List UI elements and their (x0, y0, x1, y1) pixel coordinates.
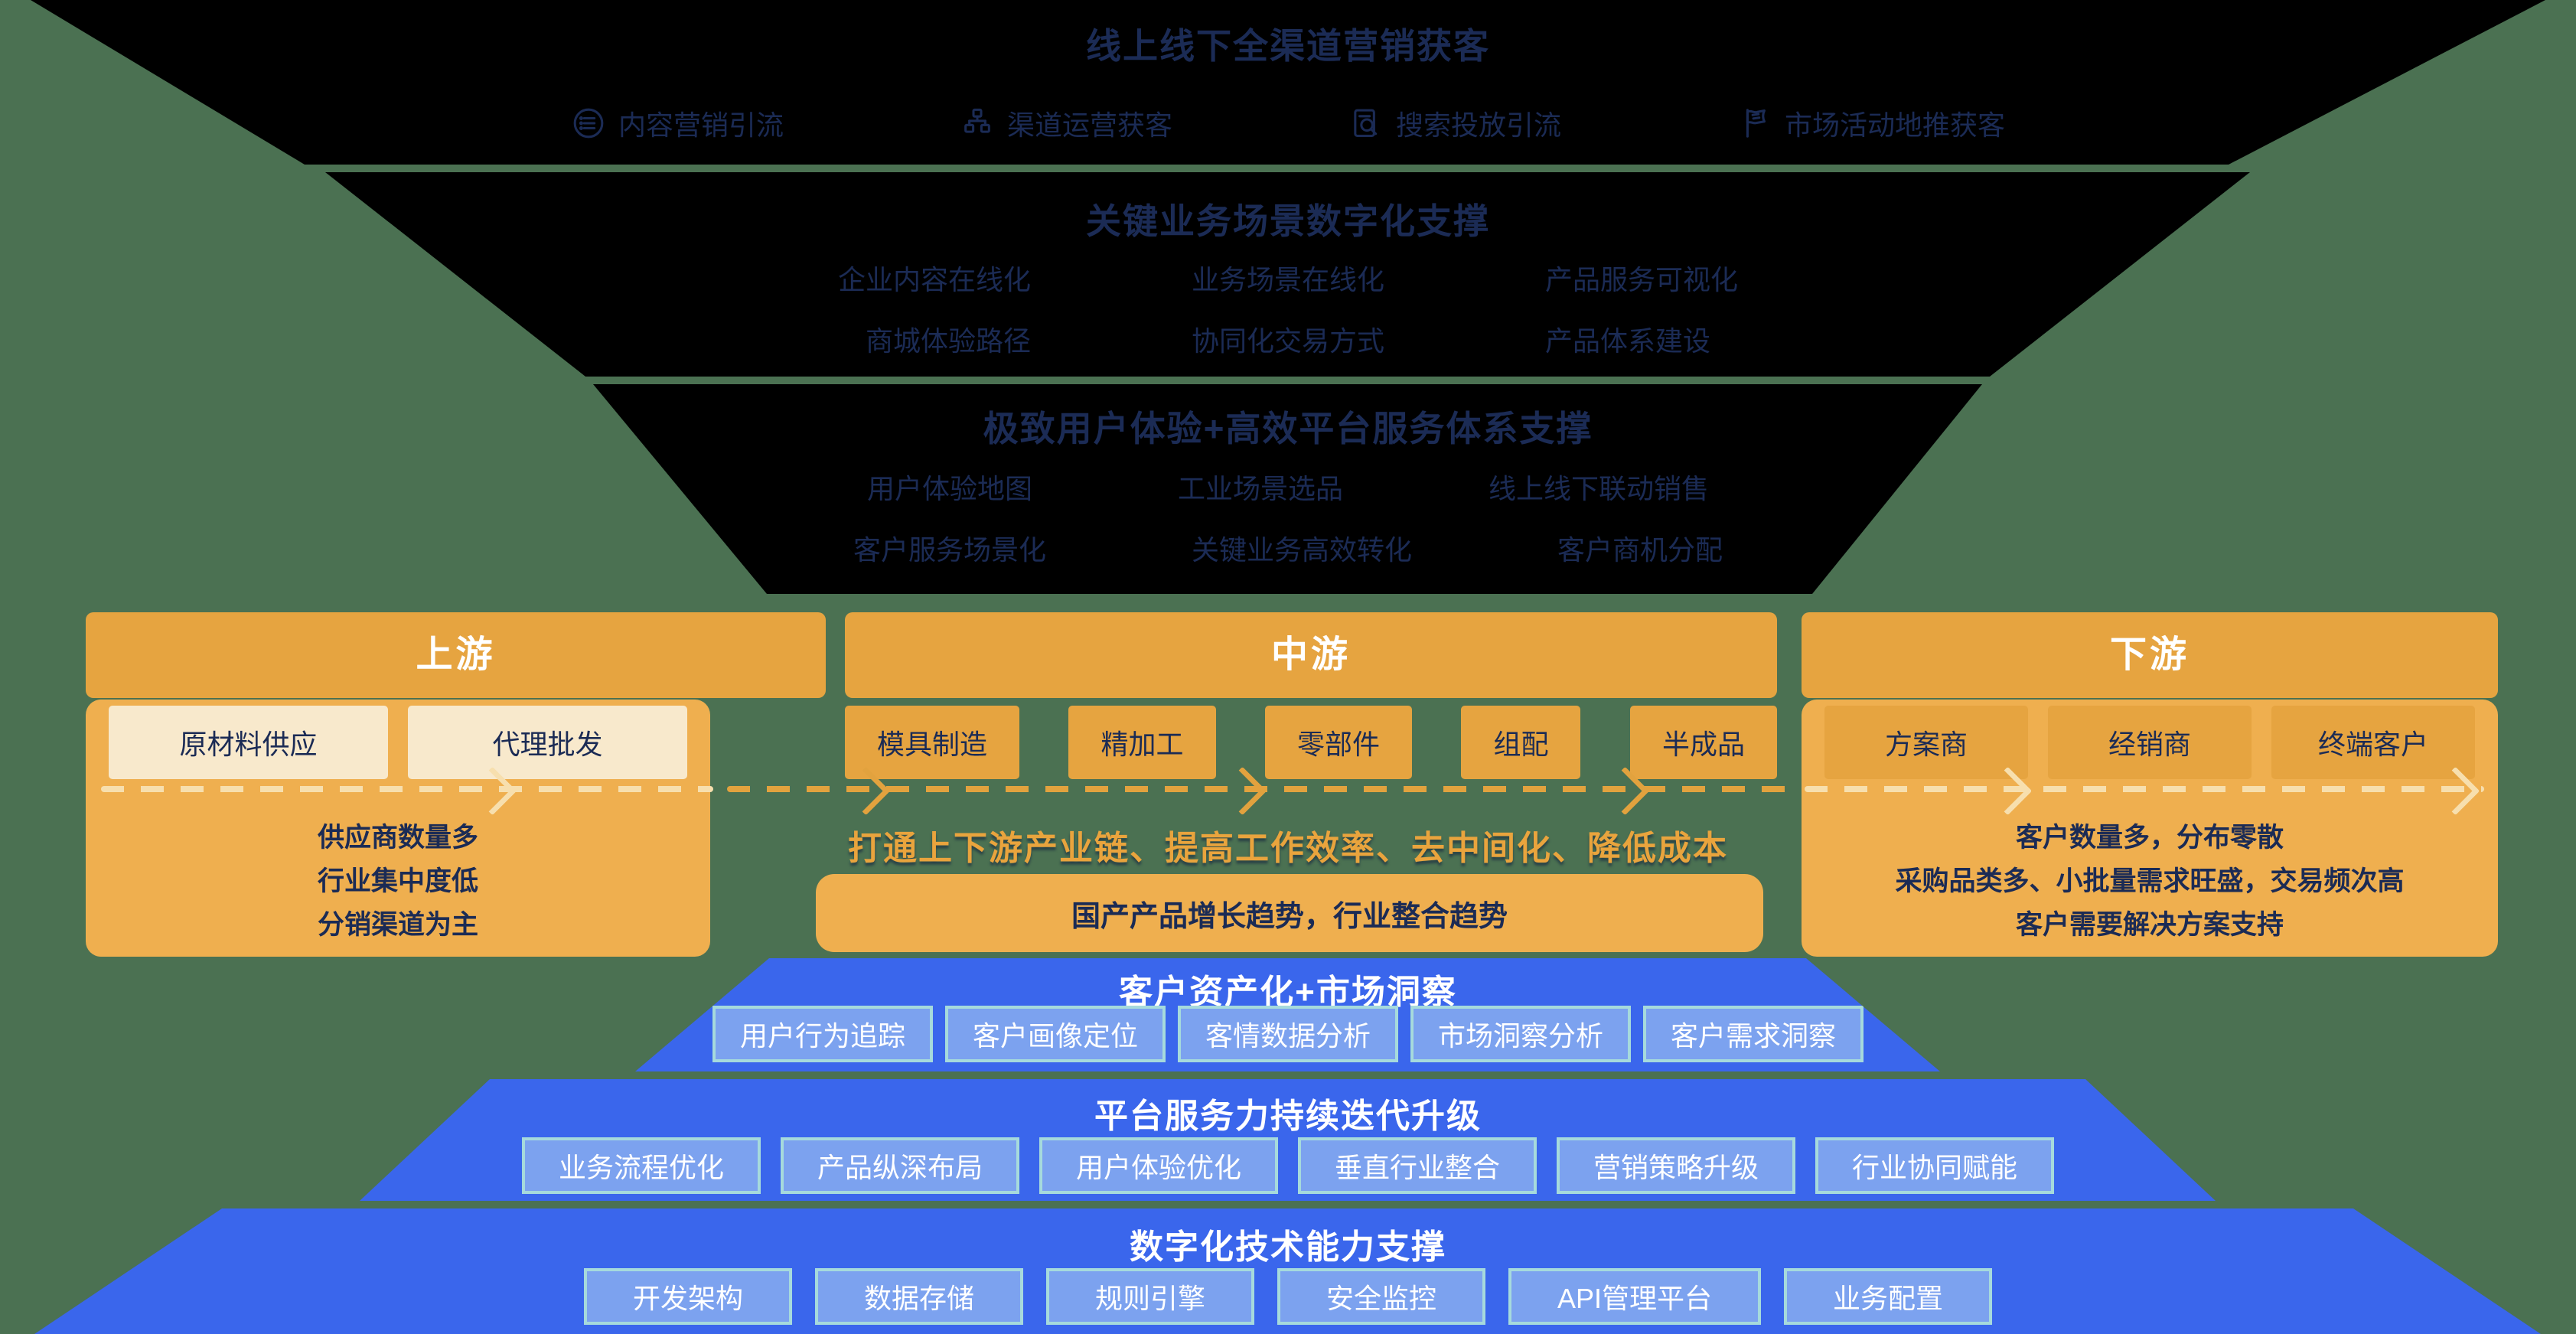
platform-box: 数据存储 (814, 1268, 1023, 1325)
platform-level-1: 客户资产化+市场洞察 用户行为追踪客户画像定位客情数据分析市场洞察分析客户需求洞… (635, 958, 1940, 1071)
platform-box: 规则引擎 (1045, 1268, 1254, 1325)
funnel-item-label: 内容营销引流 (618, 109, 784, 141)
funnel-level-2-row-1: 企业内容在线化 业务场景在线化 产品服务可视化 (325, 258, 2250, 298)
platform-level-3-boxes: 开发架构数据存储规则引擎安全监控 API管理平台业务配置 (34, 1268, 2541, 1325)
platform-box: 客情数据分析 (1178, 1006, 1398, 1062)
funnel-level-1-title: 线上线下全渠道营销获客 (1086, 26, 1490, 66)
platform-box: 客户需求洞察 (1643, 1006, 1864, 1062)
upstream-box: 原材料供应 (109, 706, 388, 779)
chain-goal-caption: 打通上下游产业链、提高工作效率、去中间化、降低成本 (848, 830, 1728, 867)
funnel-level-2-row-2: 商城体验路径 协同化交易方式 产品体系建设 (325, 319, 2250, 359)
funnel-item-label: 产品体系建设 (1545, 325, 1711, 357)
funnel-item-label: 产品服务可视化 (1545, 264, 1739, 295)
flow-dash-upstream (101, 786, 713, 792)
midstream-box: 精加工 (1068, 706, 1216, 779)
midstream-header: 中游 (845, 612, 1777, 698)
funnel-item-label: 用户体验地图 (866, 473, 1032, 504)
funnel-item-label: 渠道运营获客 (1006, 109, 1172, 141)
platform-box: 营销策略升级 (1557, 1137, 1796, 1194)
midstream-boxes: 模具制造精加工零部件组配半成品 (845, 706, 1777, 779)
funnel-item-channel-ops: 渠道运营获客 (960, 103, 1172, 143)
downstream-header: 下游 (1802, 612, 2498, 698)
platform-box: 业务配置 (1784, 1268, 1993, 1325)
platform-level-1-title: 客户资产化+市场洞察 (1119, 974, 1457, 1011)
platform-level-1-boxes: 用户行为追踪客户画像定位客情数据分析市场洞察分析客户需求洞察 (635, 1006, 1940, 1062)
platform-level-2: 平台服务力持续迭代升级 业务流程优化产品纵深布局用户体验优化垂直行业整合营销策略… (360, 1079, 2216, 1201)
funnel-item-label: 客户服务场景化 (853, 534, 1046, 566)
flow-dash-downstream (1805, 786, 2484, 792)
funnel-item-label: 企业内容在线化 (837, 264, 1031, 295)
funnel-item-label: 搜索投放引流 (1396, 109, 1562, 141)
funnel-item-label: 商城体验路径 (865, 325, 1031, 357)
flag-icon (1737, 106, 1772, 141)
platform-box: 垂直行业整合 (1298, 1137, 1537, 1194)
upstream-box: 代理批发 (408, 706, 687, 779)
downstream-note-line: 客户需要解决方案支持 (2015, 910, 2284, 940)
platform-box: 客户画像定位 (945, 1006, 1166, 1062)
funnel-level-2: 关键业务场景数字化支撑 企业内容在线化 业务场景在线化 产品服务可视化 商城体验路径… (325, 172, 2250, 377)
channel-network-icon (960, 106, 995, 141)
platform-box: 开发架构 (583, 1268, 792, 1325)
upstream-notes: 供应商数量多行业集中度低分销渠道为主 (86, 816, 710, 947)
platform-box: API管理平台 (1508, 1268, 1762, 1325)
platform-box: 行业协同赋能 (1815, 1137, 2055, 1194)
downstream-panel: 方案商经销商终端客户 客户数量多，分布零散采购品类多、小批量需求旺盛，交易频次高… (1802, 700, 2498, 957)
downstream-boxes: 方案商经销商终端客户 (1824, 706, 2475, 779)
funnel-item-label: 客户商机分配 (1557, 534, 1723, 566)
funnel-level-2-title: 关键业务场景数字化支撑 (1086, 201, 1490, 241)
funnel-level-3: 极致用户体验+高效平台服务体系支撑 用户体验地图 工业场景选品 线上线下联动销售 客… (593, 384, 1982, 594)
downstream-box: 方案商 (1824, 706, 2028, 779)
funnel-level-3-row-1: 用户体验地图 工业场景选品 线上线下联动销售 (593, 467, 1982, 507)
upstream-note-line: 行业集中度低 (317, 866, 478, 896)
upstream-note-line: 分销渠道为主 (317, 910, 478, 940)
funnel-level-3-title: 极致用户体验+高效平台服务体系支撑 (983, 409, 1593, 448)
platform-box: 产品纵深布局 (780, 1137, 1019, 1194)
search-document-icon (1348, 106, 1384, 141)
midstream-box: 零部件 (1264, 706, 1412, 779)
platform-box: 安全监控 (1277, 1268, 1485, 1325)
funnel-item-label: 工业场景选品 (1177, 473, 1343, 504)
content-loop-icon (571, 106, 606, 141)
funnel-level-1: 线上线下全渠道营销获客 内容营销引流 (31, 0, 2545, 165)
funnel-item-field-marketing: 市场活动地推获客 (1737, 103, 2005, 143)
funnel-level-3-row-2: 客户服务场景化 关键业务高效转化 客户商机分配 (593, 528, 1982, 568)
platform-box: 业务流程优化 (521, 1137, 761, 1194)
funnel-level-1-items: 内容营销引流 渠道运营获客 (31, 103, 2545, 143)
funnel-item-label: 线上线下联动销售 (1489, 473, 1710, 504)
midstream-box: 模具制造 (845, 706, 1020, 779)
upstream-panel: 原材料供应代理批发 供应商数量多行业集中度低分销渠道为主 (86, 700, 710, 957)
downstream-box: 终端客户 (2271, 706, 2475, 779)
platform-box: 用户体验优化 (1039, 1137, 1278, 1194)
downstream-note-line: 客户数量多，分布零散 (2015, 823, 2284, 853)
platform-box: 用户行为追踪 (712, 1006, 933, 1062)
downstream-box: 经销商 (2048, 706, 2252, 779)
trend-box: 国产产品增长趋势，行业整合趋势 (816, 874, 1763, 952)
upstream-note-line: 供应商数量多 (317, 823, 478, 853)
flow-dash-midstream (727, 786, 1795, 792)
midstream-box: 半成品 (1629, 706, 1777, 779)
funnel-item-search-ads: 搜索投放引流 (1348, 103, 1561, 143)
platform-level-3-title: 数字化技术能力支撑 (1130, 1228, 1446, 1266)
platform-level-3: 数字化技术能力支撑 开发架构数据存储规则引擎安全监控 API管理平台业务配置 (34, 1208, 2541, 1334)
funnel-item-label: 业务场景在线化 (1191, 264, 1384, 295)
upstream-boxes: 原材料供应代理批发 (109, 706, 687, 779)
platform-box: 市场洞察分析 (1410, 1006, 1631, 1062)
platform-level-2-title: 平台服务力持续迭代升级 (1094, 1098, 1482, 1135)
downstream-notes: 客户数量多，分布零散采购品类多、小批量需求旺盛，交易频次高客户需要解决方案支持 (1802, 816, 2498, 947)
platform-level-2-boxes: 业务流程优化产品纵深布局用户体验优化垂直行业整合营销策略升级行业协同赋能 (360, 1137, 2216, 1194)
upstream-header: 上游 (86, 612, 826, 698)
funnel-item-label: 协同化交易方式 (1191, 325, 1384, 357)
midstream-box: 组配 (1461, 706, 1581, 779)
funnel-item-label: 关键业务高效转化 (1191, 534, 1412, 566)
funnel-item-label: 市场活动地推获客 (1785, 109, 2006, 141)
funnel-item-content-marketing: 内容营销引流 (571, 103, 784, 143)
downstream-note-line: 采购品类多、小批量需求旺盛，交易频次高 (1895, 866, 2405, 896)
